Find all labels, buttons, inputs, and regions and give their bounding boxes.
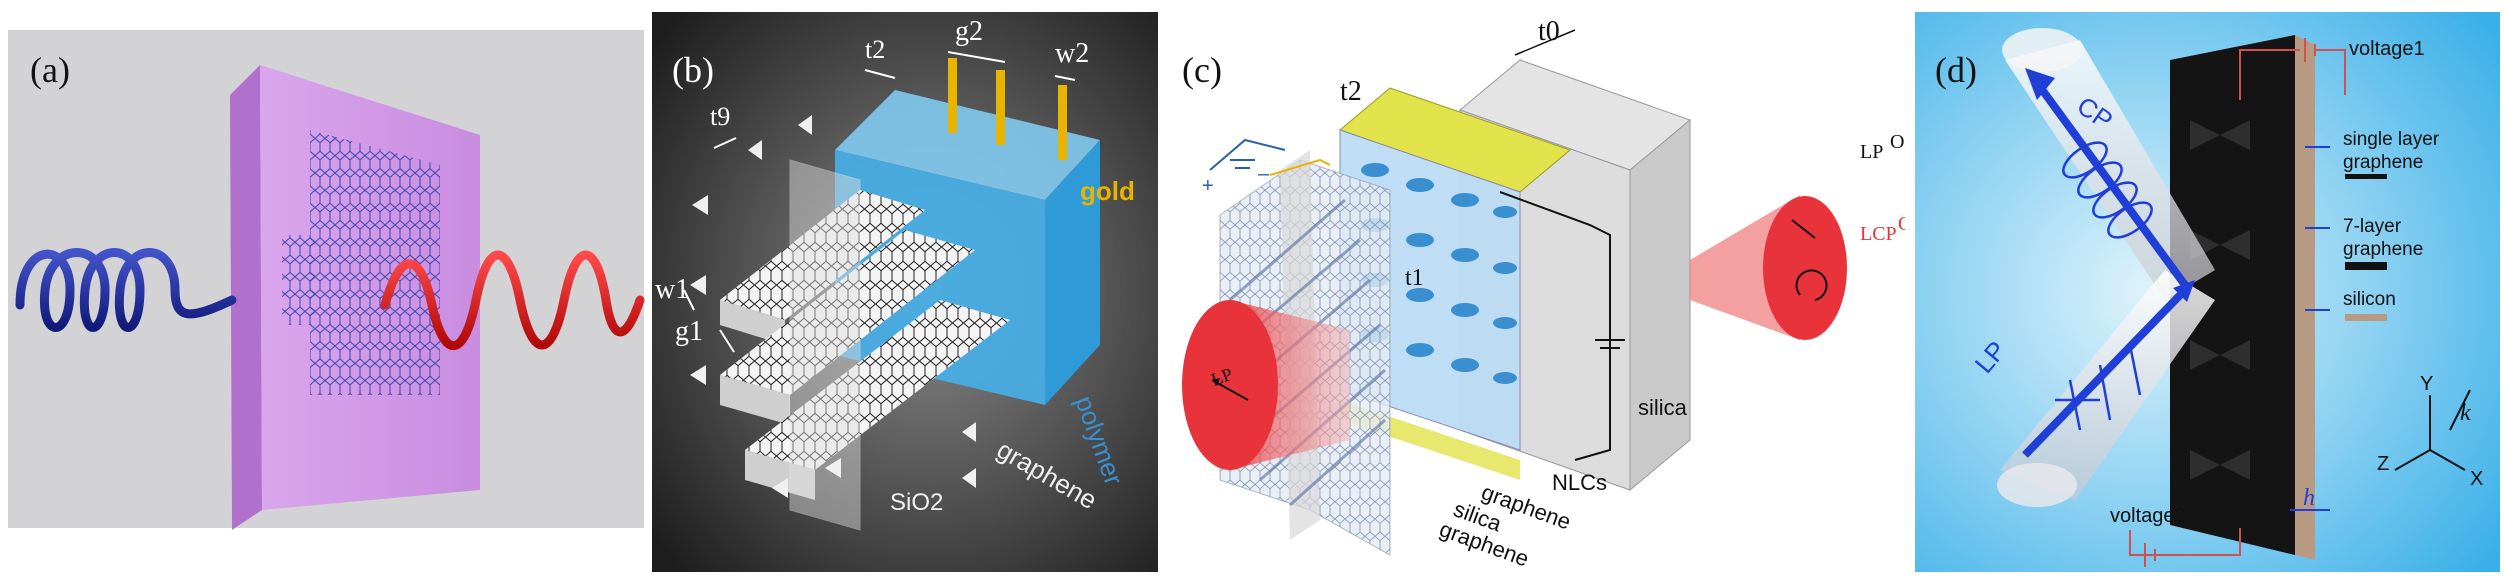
panel-c-label: (c) [1182,50,1222,90]
legend-swatch-3 [2345,314,2387,321]
output-beam-face [1763,196,1847,340]
legend-1-label: single layer [2343,129,2440,150]
minus-label: – [1258,163,1270,185]
panel-b-label: (b) [672,50,714,90]
t1-label: t1 [1405,265,1424,291]
voltage1-wire [2239,49,2300,100]
legend-2b-label: graphene [2343,239,2423,260]
g1-label: g1 [675,316,703,347]
t2-label: t2 [865,35,885,64]
panel-c: + – t0 t2 t1 LP LP OFF LCP ON silica NLC… [1170,0,1905,582]
output-lp-label: LP [1860,141,1883,163]
linear-wave-transmitted [380,250,645,351]
g2-label: g2 [955,16,983,47]
voltage2-label: voltage2 [2110,505,2186,527]
panel-b: t9 t2 g2 w2 gold w1 g1 polymer graphene … [650,0,1160,582]
panel-a: (a) [0,0,650,582]
panel-d: Y Z X k h CP LP voltage1 voltage2 single… [1905,0,2505,582]
gold-bar-3 [1058,85,1067,160]
legend-swatch-2 [2345,262,2387,270]
sio2-label: SiO2 [890,489,943,516]
circuit-wire [1499,191,1611,461]
voltage-source [1209,138,1331,176]
panel-d-figure: Y Z X k h CP LP voltage1 voltage2 single… [1915,12,2500,572]
coordinate-axes [2394,389,2471,471]
panel-a-figure: (a) [8,30,645,530]
legend-3-label: silicon [2343,289,2396,310]
graphene-sheet [310,130,440,395]
polymer-side [1045,140,1100,405]
bowtie-pattern [2190,120,2250,480]
input-beam-face [1182,300,1278,470]
w2-label: w2 [1055,38,1089,69]
sio2-sheet [789,159,861,531]
h-label: h [2303,485,2315,511]
device-front [2170,35,2295,555]
cp-arrow [2031,77,2189,288]
silica-right-label: silica [1638,395,1688,420]
axis-z-label: Z [2377,453,2389,475]
cp-helix [2062,141,2153,239]
lp-arrow [2022,287,2188,458]
panel-c-figure: + – t0 t2 t1 LP LP OFF LCP ON silica NLC… [1170,0,1905,582]
circular-wave-incident [15,248,237,332]
axis-y-label: Y [2420,373,2433,395]
t2-label: t2 [1340,76,1362,107]
graphene-tab [282,235,315,325]
t9-label: t9 [710,102,730,131]
lp-polarization-arrows [2055,344,2142,431]
nlcs-label: NLCs [1552,470,1607,495]
polymer-top [835,90,1100,200]
plus-label: + [1202,175,1214,197]
graphene-strips [720,190,1010,500]
gold-bar-2 [996,70,1005,145]
legend-swatch-1 [2345,174,2387,179]
incident-beam-tube [2000,270,2215,500]
gold-bar-1 [948,58,957,133]
panel-d-label: (d) [1935,50,1977,90]
device-silicon-edge [2295,35,2315,560]
dimension-arrows [683,51,1076,353]
panel-a-label: (a) [30,50,70,90]
corner-triangles [690,115,976,498]
legend-1b-label: graphene [2343,152,2423,173]
off-label: OFF [1890,131,1905,153]
on-label: ON [1898,213,1905,235]
voltage2-wire [2129,528,2241,556]
panel-b-figure: t9 t2 g2 w2 gold w1 g1 polymer graphene … [652,12,1158,572]
w1-label: w1 [655,274,689,305]
t0-label: t0 [1538,16,1560,47]
gold-label: gold [1080,176,1135,206]
lcp-label: LCP [1860,223,1897,245]
axis-k-label: k [2460,400,2471,426]
axis-x-label: X [2470,468,2483,490]
legend-2-label: 7-layer [2343,216,2402,237]
silica-block-side [1629,118,1691,492]
voltage1-label: voltage1 [2349,38,2425,60]
slab-side [230,65,262,530]
